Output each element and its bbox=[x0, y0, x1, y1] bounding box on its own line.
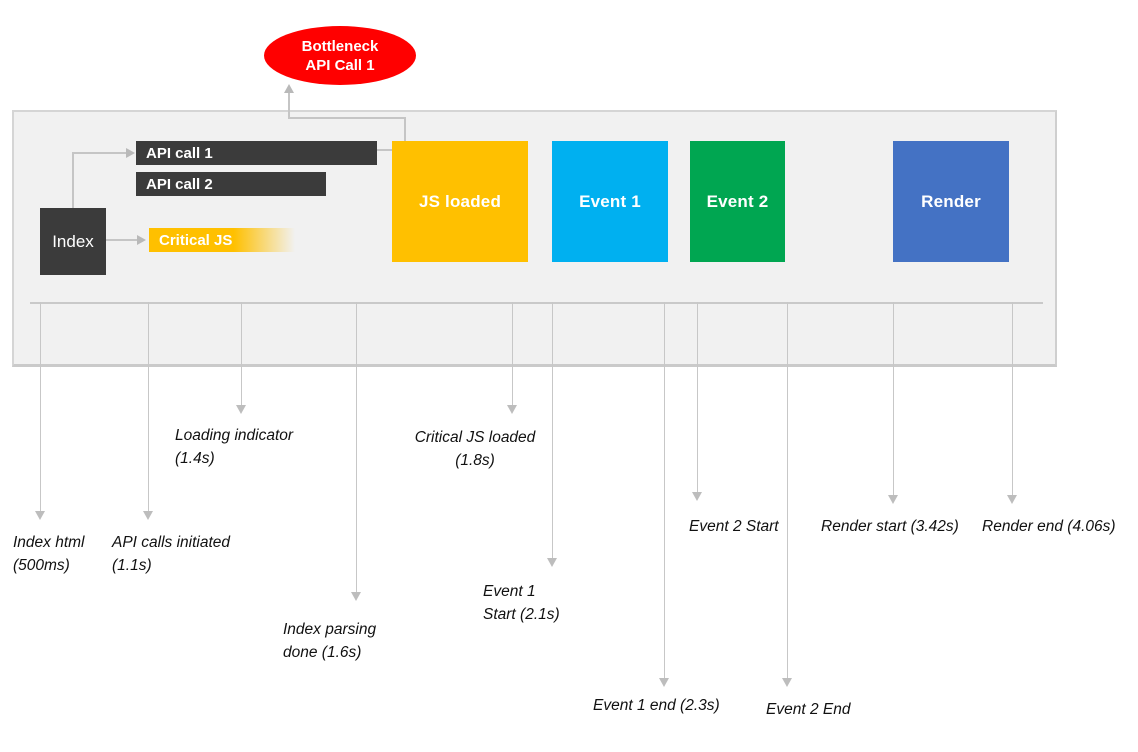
label-index-html: Index html (500ms) bbox=[13, 534, 85, 574]
arrow-right-icon bbox=[126, 148, 135, 158]
arrow-down-icon bbox=[547, 558, 557, 567]
label-loading-indicator: Loading indicator (1.4s) bbox=[175, 427, 294, 467]
tick-render-end bbox=[1007, 302, 1017, 504]
api-call-2-bar: API call 2 bbox=[136, 172, 326, 196]
arrow-down-icon bbox=[35, 511, 45, 520]
label-index-parsing: Index parsing done (1.6s) bbox=[283, 621, 377, 661]
arrow-down-icon bbox=[888, 495, 898, 504]
label-event1-end: Event 1 end (2.3s) bbox=[593, 697, 720, 714]
label-render-start: Render start (3.42s) bbox=[821, 518, 959, 535]
arrow-down-icon bbox=[351, 592, 361, 601]
arrow-down-icon bbox=[659, 678, 669, 687]
label-event2-start: Event 2 Start bbox=[689, 518, 779, 535]
tick-event2-end bbox=[782, 302, 792, 687]
timeline-baseline bbox=[30, 302, 1043, 304]
render-box: Render bbox=[893, 141, 1009, 262]
tick-index-parsing bbox=[351, 302, 361, 601]
arrow-right-icon bbox=[137, 235, 146, 245]
arrow-down-icon bbox=[782, 678, 792, 687]
js-loaded-box: JS loaded bbox=[392, 141, 528, 262]
tick-index-html bbox=[35, 302, 45, 520]
arrow-down-icon bbox=[1007, 495, 1017, 504]
label-render-end: Render end (4.06s) bbox=[982, 518, 1116, 535]
tick-render-start bbox=[888, 302, 898, 504]
arrow-up-icon bbox=[284, 84, 294, 93]
arrow-down-icon bbox=[143, 511, 153, 520]
connector-index-criticaljs bbox=[106, 239, 137, 241]
connector-index-api1-seg2 bbox=[72, 152, 126, 154]
arrow-down-icon bbox=[692, 492, 702, 501]
label-event2-end: Event 2 End bbox=[766, 701, 851, 718]
connector-api1-bottleneck-seg2 bbox=[404, 117, 406, 150]
arrow-down-icon bbox=[507, 405, 517, 414]
critical-js-bar: Critical JS bbox=[149, 228, 295, 252]
index-box: Index bbox=[40, 208, 106, 275]
label-event1-start: Event 1 Start (2.1s) bbox=[483, 583, 560, 623]
bottleneck-ellipse: Bottleneck API Call 1 bbox=[264, 26, 416, 85]
connector-api1-bottleneck-seg4 bbox=[288, 93, 290, 118]
api-call-1-bar: API call 1 bbox=[136, 141, 377, 165]
tick-api-calls bbox=[143, 302, 153, 520]
tick-critical-js-loaded bbox=[507, 302, 517, 414]
event-2-box: Event 2 bbox=[690, 141, 785, 262]
tick-event2-start bbox=[692, 302, 702, 501]
tick-event1-start bbox=[547, 302, 557, 567]
arrow-down-icon bbox=[236, 405, 246, 414]
label-critical-js-loaded: Critical JS loaded (1.8s) bbox=[414, 429, 536, 469]
tick-event1-end bbox=[659, 302, 669, 687]
label-api-calls: API calls initiated (1.1s) bbox=[112, 534, 231, 574]
connector-index-api1-seg1 bbox=[72, 152, 74, 208]
connector-api1-bottleneck-seg3 bbox=[288, 117, 406, 119]
event-1-box: Event 1 bbox=[552, 141, 668, 262]
tick-loading-indicator bbox=[236, 302, 246, 414]
connector-api1-bottleneck-seg1 bbox=[377, 149, 406, 151]
